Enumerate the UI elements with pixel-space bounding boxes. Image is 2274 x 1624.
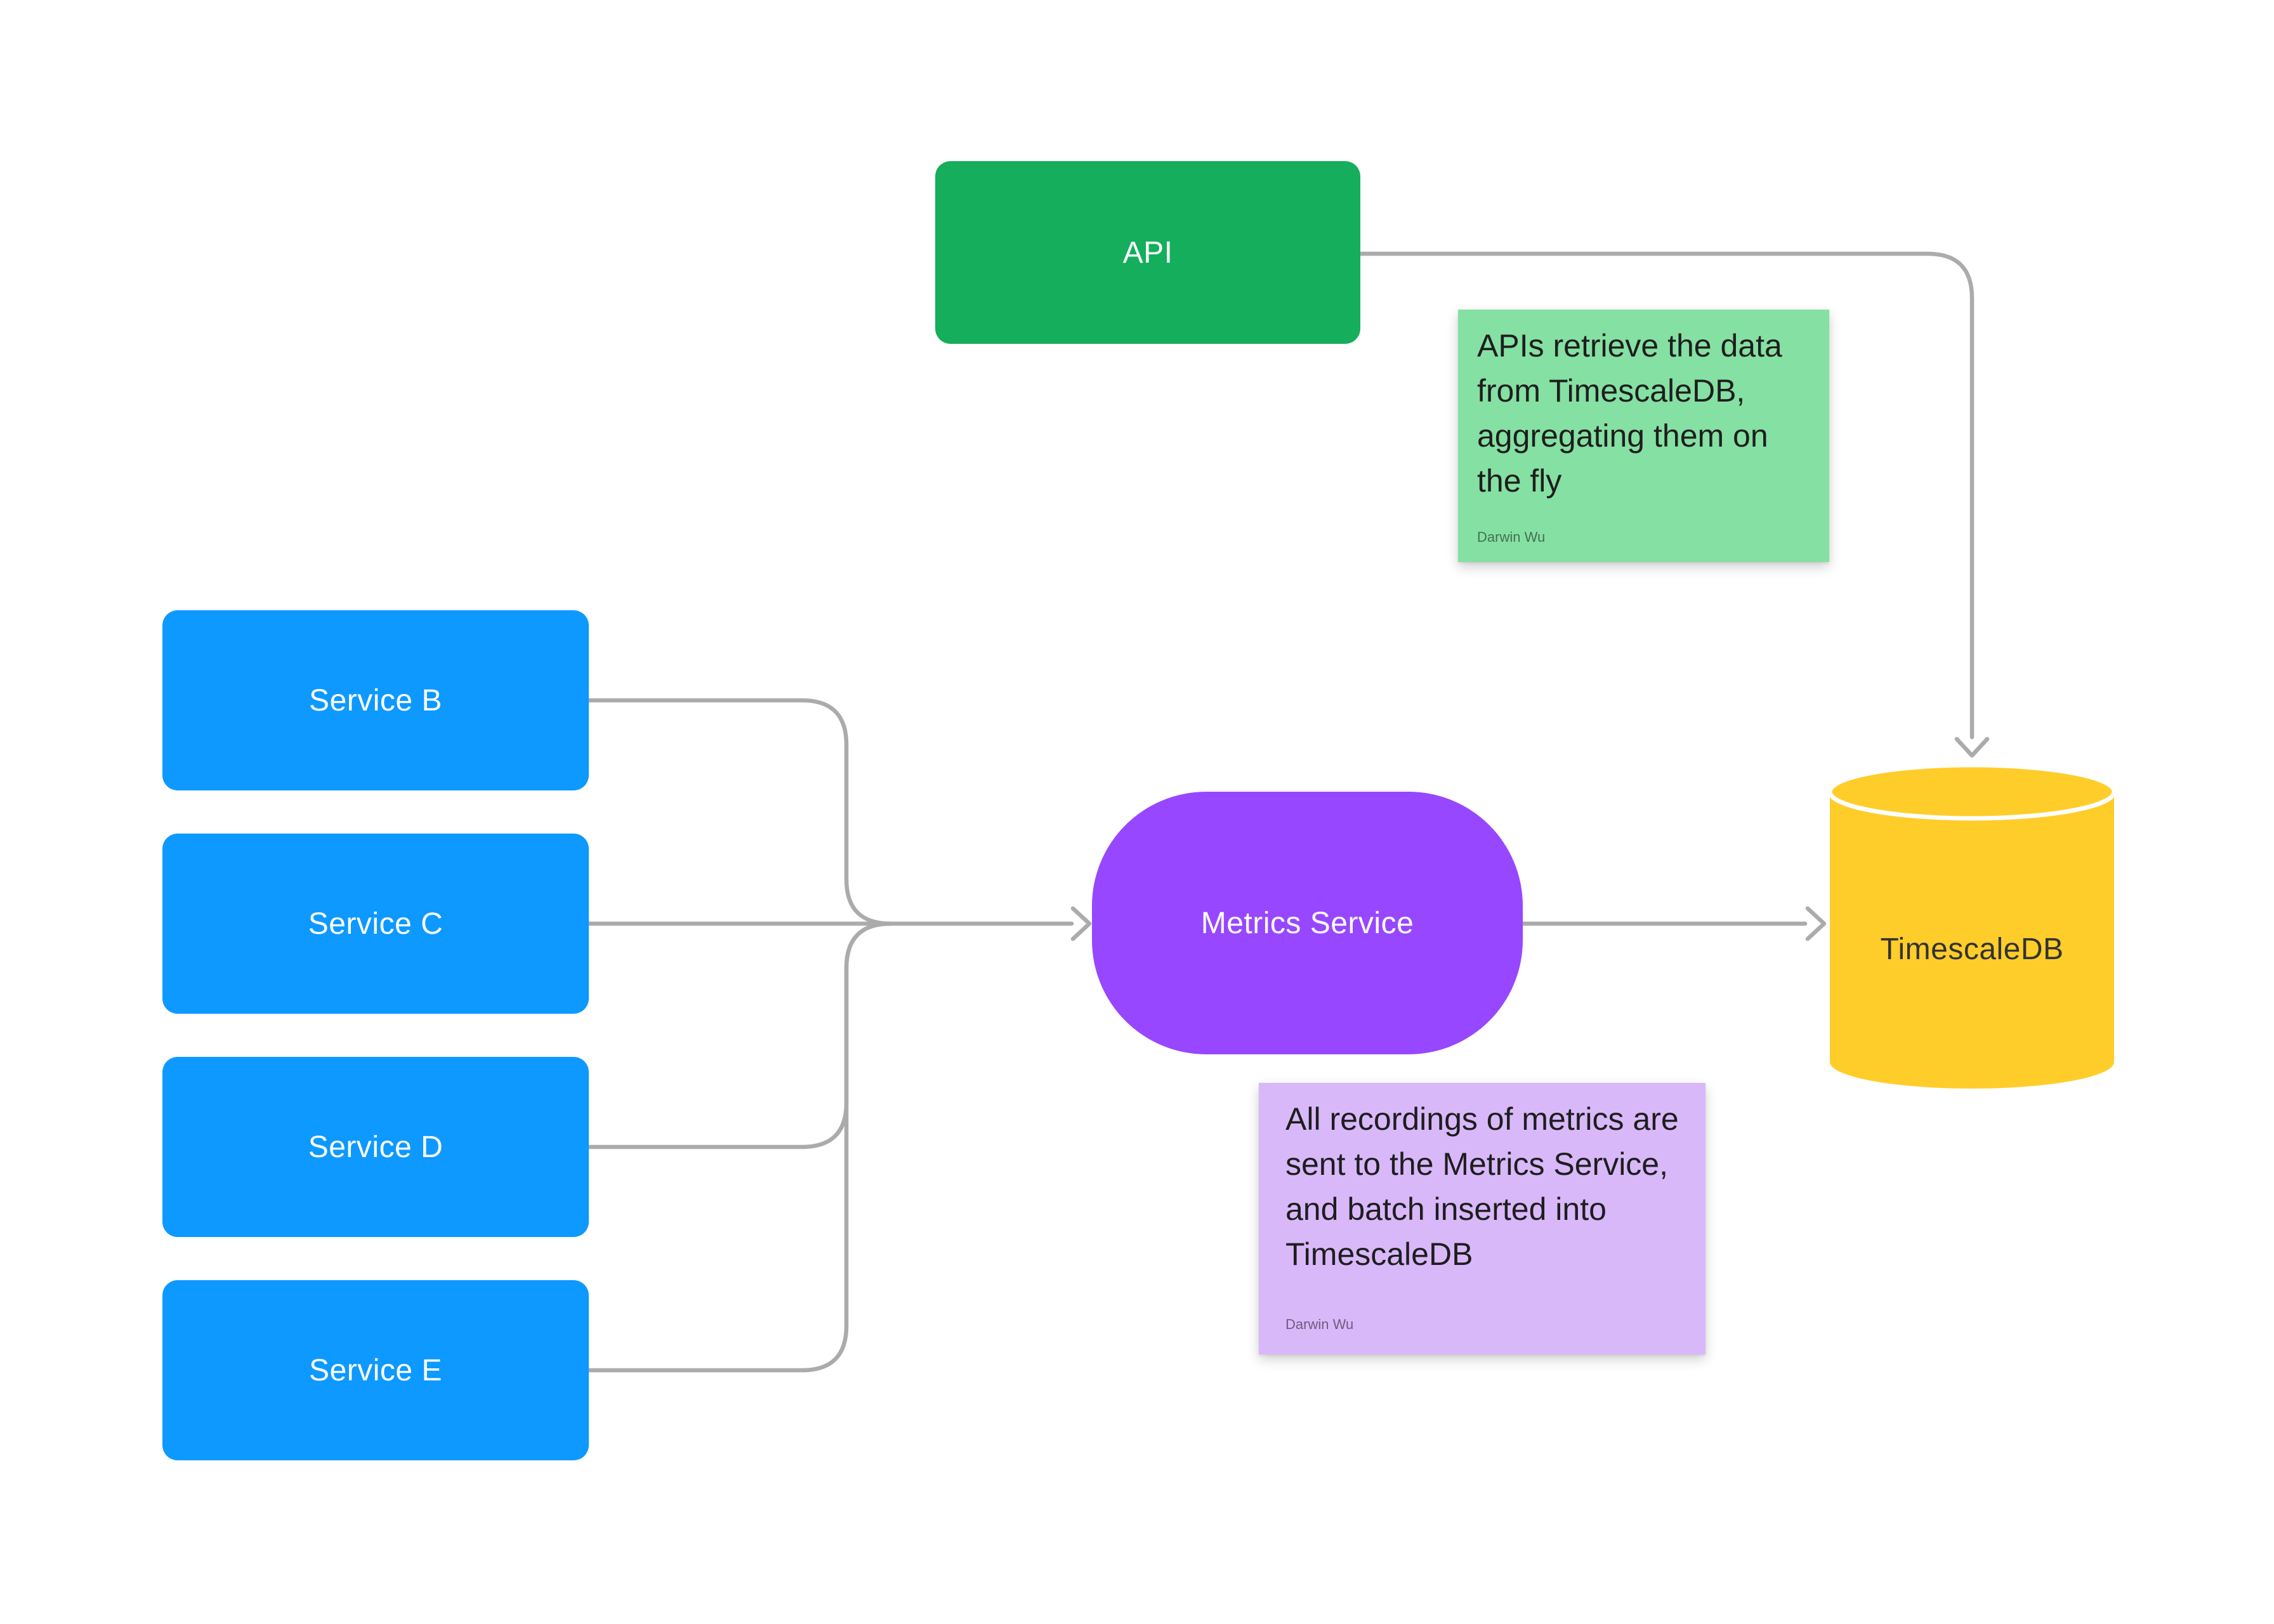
sticky-note-api-line: from TimescaleDB, [1477,373,1745,409]
arrowhead-into-db-top-icon [1954,737,1990,758]
arrowhead-into-metrics-icon [1070,906,1092,941]
cylinder-body [1830,765,2114,1089]
node-service-d-label: Service D [308,1130,444,1164]
node-timescaledb-cylinder[interactable] [1827,763,2117,1089]
node-service-c[interactable]: Service C [162,834,589,1014]
node-service-c-label: Service C [308,907,444,941]
node-api-label: API [1122,235,1173,270]
sticky-note-metrics[interactable]: All recordings of metrics are sent to th… [1259,1083,1705,1354]
sticky-note-api-line: aggregating them on [1477,418,1768,454]
connector-service-b-to-metrics[interactable] [586,698,893,926]
node-service-e[interactable]: Service E [162,1280,589,1460]
sticky-note-api[interactable]: APIs retrieve the data from TimescaleDB,… [1458,310,1829,562]
node-api[interactable]: API [935,161,1360,344]
node-timescaledb-label: TimescaleDB [1880,933,2064,966]
node-metrics-service-label: Metrics Service [1200,906,1414,940]
sticky-note-author: Darwin Wu [1285,1316,1354,1332]
cylinder-lid [1827,763,2117,821]
arrowhead-into-db-left-icon [1805,906,1827,941]
node-service-b-label: Service B [309,683,442,717]
sticky-note-metrics-line: and batch inserted into [1285,1191,1607,1227]
node-service-e-label: Service E [309,1353,442,1387]
sticky-note-author: Darwin Wu [1477,529,1546,545]
sticky-note-metrics-line: sent to the Metrics Service, [1285,1146,1669,1182]
sticky-note-metrics-line: All recordings of metrics are [1285,1101,1679,1137]
node-metrics-service[interactable]: Metrics Service [1092,792,1523,1054]
sticky-note-metrics-line: TimescaleDB [1285,1236,1473,1272]
node-service-d[interactable]: Service D [162,1057,589,1237]
sticky-note-api-line: the fly [1477,463,1562,499]
node-service-b[interactable]: Service B [162,610,589,790]
connector-api-to-db[interactable] [1358,251,1975,740]
connector-service-e-to-metrics[interactable] [586,921,893,1373]
sticky-note-api-line: APIs retrieve the data [1477,328,1782,363]
